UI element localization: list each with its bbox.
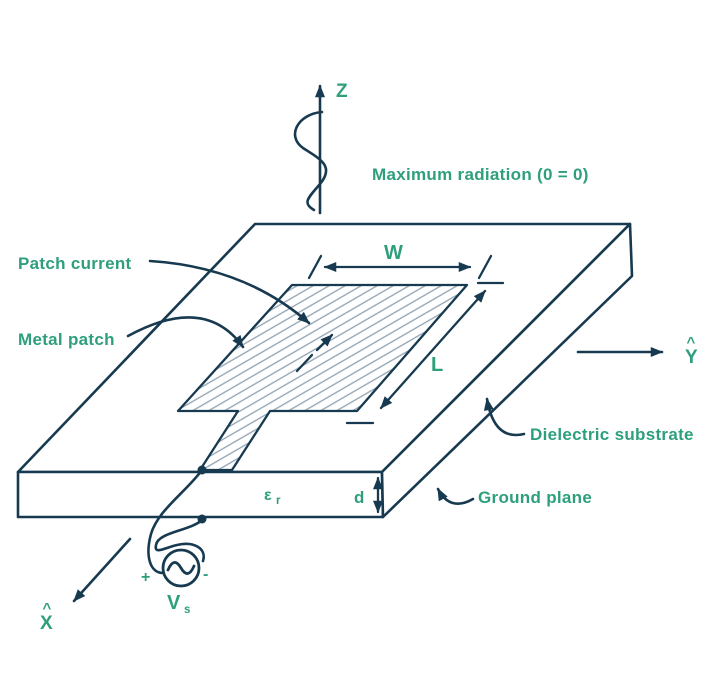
epsilon-r-label: ε xyxy=(264,487,272,504)
y-axis-label: Y xyxy=(685,347,698,368)
ground-dot xyxy=(197,514,207,524)
x-axis-label: X xyxy=(40,613,53,634)
feed-dot xyxy=(197,465,207,475)
dielectric-leader-arrow xyxy=(483,397,526,437)
width-dimension-arrow xyxy=(307,254,493,280)
vs-subscript: s xyxy=(184,604,191,616)
d-label: d xyxy=(354,488,365,507)
vs-label: V xyxy=(167,592,181,614)
metal-patch-leader-arrow xyxy=(126,316,245,349)
z-axis-label: Z xyxy=(336,81,348,102)
ground-plane-label: Ground plane xyxy=(478,488,592,507)
width-label: W xyxy=(384,242,403,264)
y-axis-hat: ^ xyxy=(686,334,695,351)
radiation-squiggle xyxy=(293,110,328,212)
ground-plane-leader-arrow xyxy=(436,487,475,505)
length-label: L xyxy=(431,354,444,376)
patch-current-arrows xyxy=(295,333,334,373)
dielectric-substrate-label: Dielectric substrate xyxy=(530,425,694,444)
feed-wire xyxy=(147,468,204,575)
epsilon-r-subscript: r xyxy=(276,495,281,507)
sine-wave-icon xyxy=(166,561,196,575)
x-axis-arrow xyxy=(72,537,132,603)
plus-label: + xyxy=(141,569,151,586)
patch-current-label: Patch current xyxy=(18,254,132,273)
ground-wire xyxy=(154,518,205,563)
metal-patch-label: Metal patch xyxy=(18,330,115,349)
minus-label: - xyxy=(203,566,209,583)
substrate-front-face xyxy=(16,470,385,519)
length-dimension-arrow xyxy=(345,281,505,425)
x-axis-hat: ^ xyxy=(42,600,51,617)
patch-current-leader-arrow xyxy=(148,259,311,325)
max-radiation-label: Maximum radiation (0 = 0) xyxy=(372,165,589,184)
